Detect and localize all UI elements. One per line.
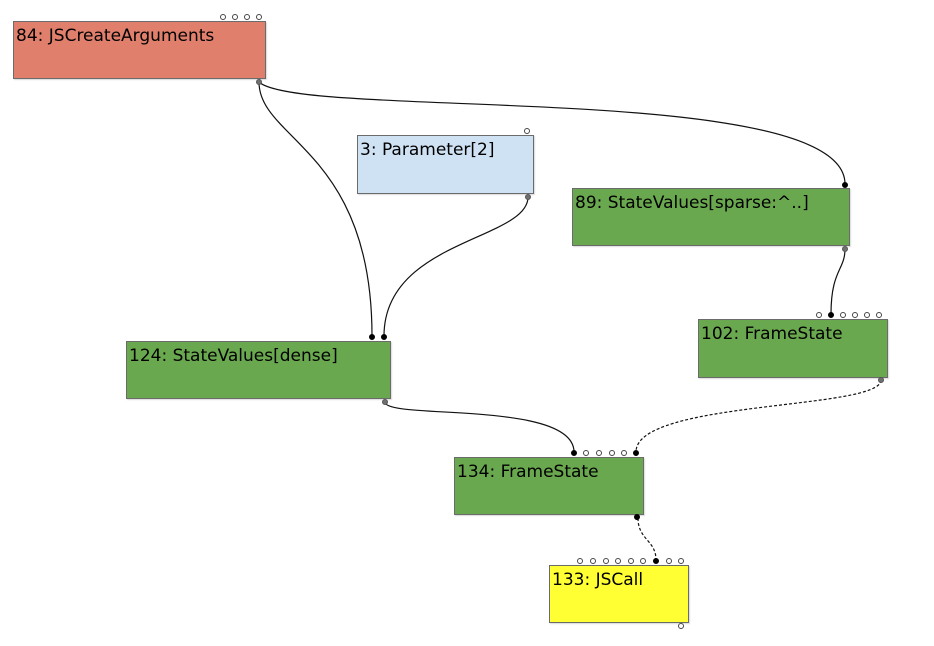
node-134-input-port-3[interactable] [596,450,602,456]
node-134-input-port-5[interactable] [621,450,627,456]
edge-124-to-134 [384,401,575,453]
node-134-input-port-1[interactable] [571,450,577,456]
edge-84-to-89 [258,81,846,185]
node-124-label: 124: StateValues[dense] [129,346,338,366]
node-84-jscreatearguments[interactable]: 84: JSCreateArguments [13,21,266,79]
node-89-label: 89: StateValues[sparse:^..] [575,193,809,213]
node-134-input-port-6[interactable] [633,450,639,456]
node-84-output-port[interactable] [256,79,262,85]
node-134-output-port[interactable] [634,514,640,520]
node-89-statevalues-sparse[interactable]: 89: StateValues[sparse:^..] [572,188,850,246]
node-133-input-port-6[interactable] [640,558,646,564]
node-3-label: 3: Parameter[2] [360,140,495,160]
node-133-output-port[interactable] [678,623,684,629]
node-134-input-port-2[interactable] [583,450,589,456]
node-133-input-port-8[interactable] [666,558,672,564]
edge-89-to-102 [830,248,846,315]
node-3-parameter[interactable]: 3: Parameter[2] [357,135,534,194]
node-133-input-port-2[interactable] [590,558,596,564]
node-133-input-port-4[interactable] [615,558,621,564]
node-102-input-port-5[interactable] [864,312,870,318]
node-89-output-port[interactable] [842,246,848,252]
node-84-input-port-4[interactable] [256,14,262,20]
node-84-label: 84: JSCreateArguments [16,26,215,46]
node-84-input-port-2[interactable] [232,14,238,20]
node-134-framestate[interactable]: 134: FrameState [454,457,644,515]
node-124-statevalues-dense[interactable]: 124: StateValues[dense] [126,341,391,399]
node-133-input-port-1[interactable] [577,558,583,564]
node-89-input-port[interactable] [842,182,848,188]
node-102-label: 102: FrameState [701,324,843,344]
node-102-input-port-1[interactable] [816,312,822,318]
node-3-output-port[interactable] [525,194,531,200]
node-133-input-port-9[interactable] [678,558,684,564]
node-84-input-port-1[interactable] [220,14,226,20]
node-84-input-port-3[interactable] [244,14,250,20]
node-3-input-port[interactable] [524,128,530,134]
edge-84-to-124 [258,81,373,337]
node-102-input-port-6[interactable] [876,312,882,318]
node-102-output-port[interactable] [878,377,884,383]
node-102-framestate[interactable]: 102: FrameState [698,319,888,378]
node-133-input-port-3[interactable] [603,558,609,564]
node-133-label: 133: JSCall [552,570,644,590]
node-102-input-port-3[interactable] [840,312,846,318]
edge-134-to-133 [637,517,657,561]
node-134-input-port-4[interactable] [609,450,615,456]
edge-3-to-124 [383,196,529,337]
node-102-input-port-4[interactable] [852,312,858,318]
node-133-input-port-7[interactable] [653,558,659,564]
node-124-output-port[interactable] [382,399,388,405]
node-133-input-port-5[interactable] [628,558,634,564]
node-102-input-port-2[interactable] [828,312,834,318]
node-124-input-port-2[interactable] [381,334,387,340]
node-134-label: 134: FrameState [457,462,599,482]
edge-102-to-134 [635,379,882,453]
node-133-jscall[interactable]: 133: JSCall [549,565,689,623]
node-124-input-port-1[interactable] [369,334,375,340]
